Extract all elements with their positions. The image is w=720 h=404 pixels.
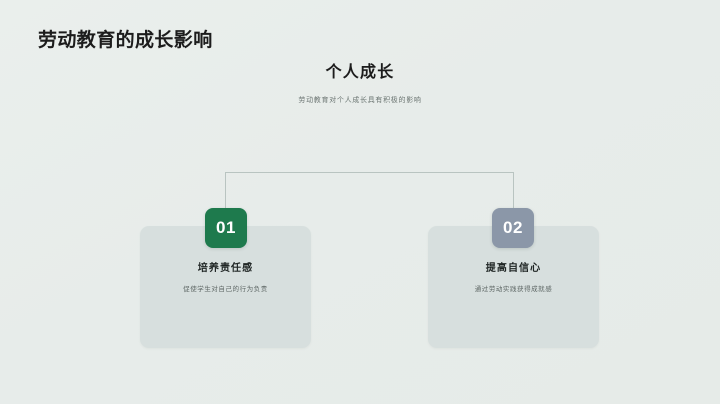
- info-card-1-body: 培养责任感 促使学生对自己的行为负责: [140, 262, 311, 295]
- slide-title: 劳动教育的成长影响: [38, 30, 213, 51]
- info-card-2-number-badge: 02: [492, 208, 534, 248]
- info-card-1-number-badge: 01: [205, 208, 247, 248]
- info-card-2-description: 通过劳动实践获得成就感: [474, 286, 553, 293]
- info-card-1-description: 促使学生对自己的行为负责: [183, 286, 268, 293]
- info-card-1-title: 培养责任感: [197, 263, 254, 274]
- section-title: 个人成长: [325, 64, 395, 81]
- connector-path: [225, 172, 514, 208]
- section-heading-block: 个人成长 劳动教育对个人成长具有积极的影响: [0, 63, 720, 105]
- info-card-2-title: 提高自信心: [485, 263, 542, 274]
- info-card-2-body: 提高自信心 通过劳动实践获得成就感: [428, 262, 599, 295]
- section-subtitle: 劳动教育对个人成长具有积极的影响: [298, 97, 422, 104]
